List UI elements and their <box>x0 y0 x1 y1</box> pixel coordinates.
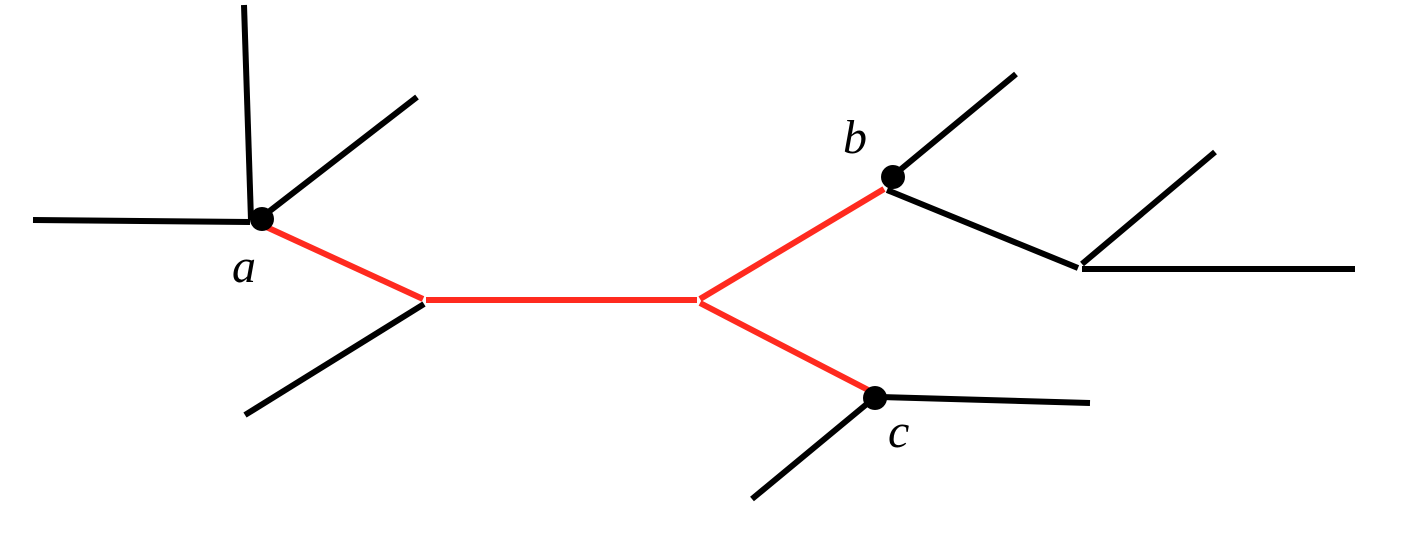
edge-a-left <box>32 217 251 225</box>
path-right-junction-to-c <box>698 300 876 396</box>
edge-left-junction-down <box>243 301 426 418</box>
red-path <box>260 186 886 396</box>
edge-c-lower <box>750 400 870 502</box>
edge-a-upper-right <box>260 94 419 220</box>
path-right-junction-to-b <box>698 186 886 302</box>
edge-a-up <box>241 4 254 221</box>
node-a <box>250 207 274 231</box>
edge-right-junction-up <box>1080 149 1217 267</box>
node-b <box>881 165 905 189</box>
edge-b-upper <box>898 71 1018 173</box>
node-c <box>863 386 887 410</box>
label-b: b <box>843 111 867 164</box>
edge-b-right <box>885 187 1080 271</box>
path-a-to-left-junction <box>260 222 425 302</box>
label-a: a <box>232 240 256 293</box>
label-c: c <box>888 405 909 458</box>
edge-c-right <box>879 394 1091 406</box>
black-edges <box>32 4 1355 502</box>
